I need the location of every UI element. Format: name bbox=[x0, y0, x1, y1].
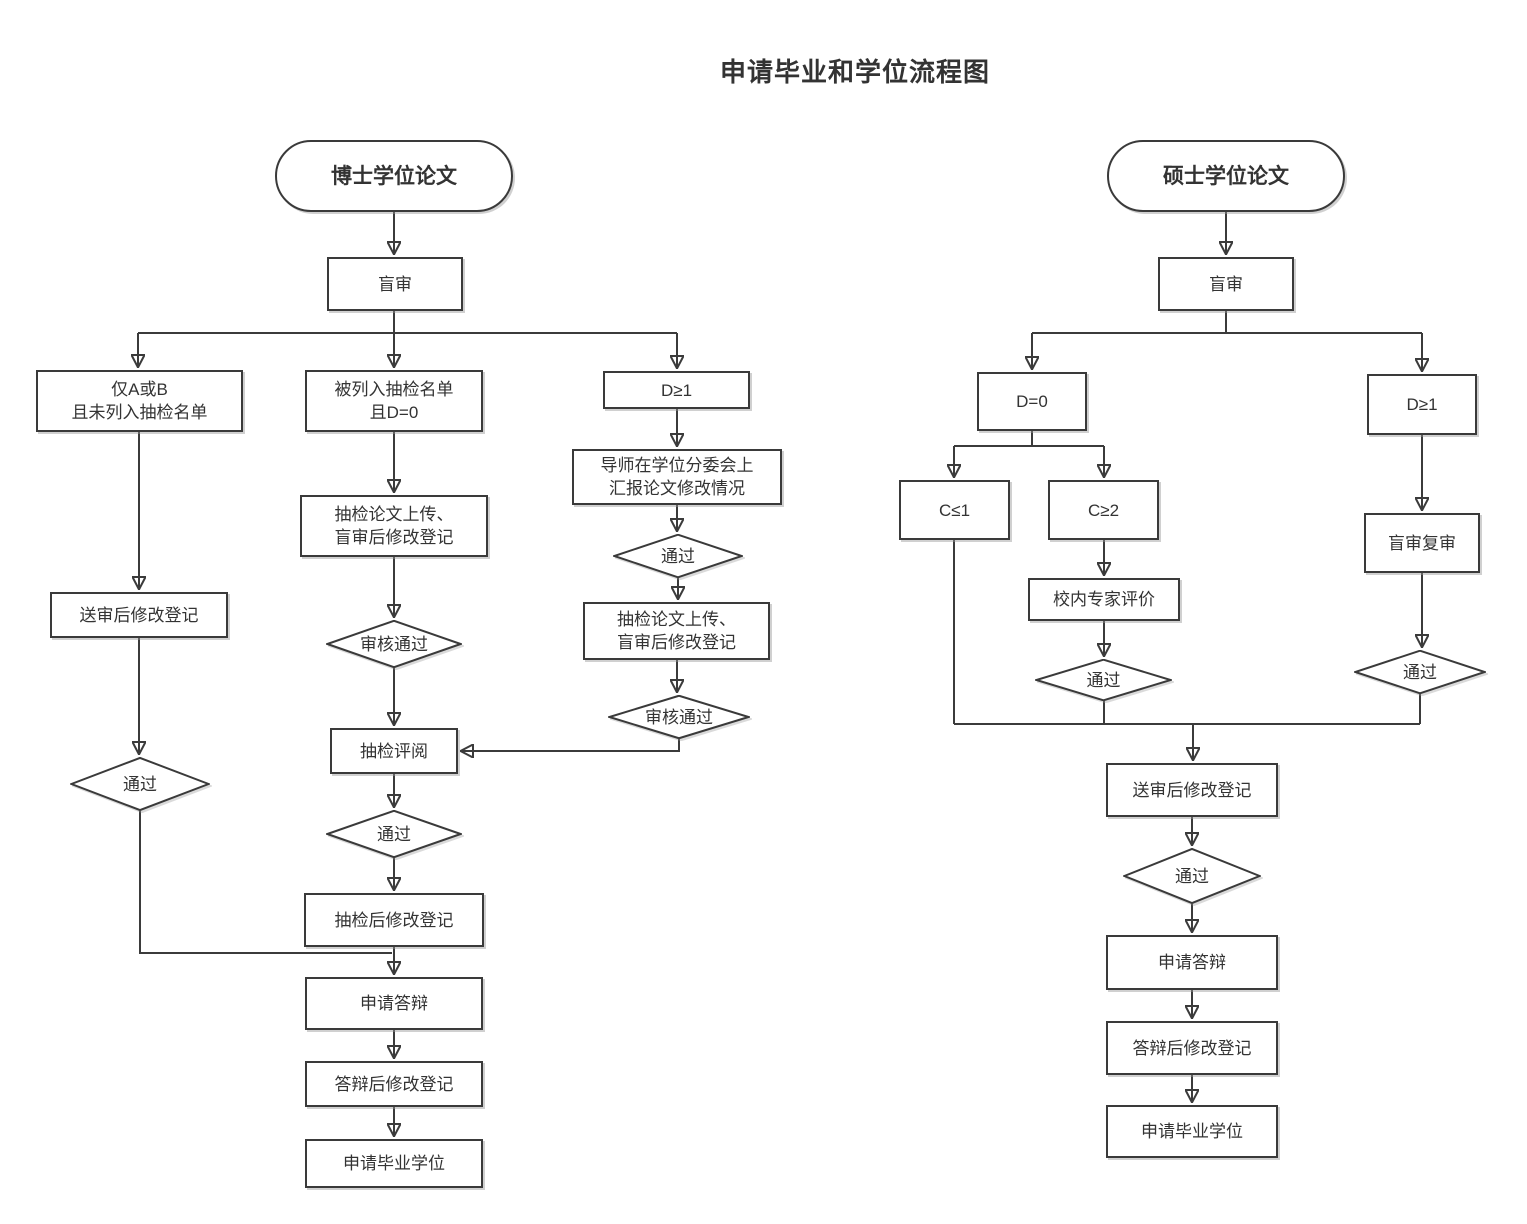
doctor-audit-pass-decision-2-label: 审核通过 bbox=[645, 707, 713, 727]
master-d-ge-1-node: D≥1 bbox=[1367, 374, 1477, 435]
doctor-after-spot-check-registration-label: 抽检后修改登记 bbox=[334, 910, 454, 930]
doctor-supervisor-report-label: 导师在学位分委会上 汇报论文修改情况 bbox=[600, 456, 754, 498]
master-d-ge-1-label: D≥1 bbox=[1406, 395, 1438, 414]
doctor-apply-defense-node: 申请答辩 bbox=[305, 977, 483, 1030]
master-send-review-registration-label: 送审后修改登记 bbox=[1132, 780, 1252, 800]
doctor-apply-degree-label: 申请毕业学位 bbox=[343, 1154, 445, 1173]
doctor-send-review-registration-node: 送审后修改登记 bbox=[50, 592, 228, 638]
doctor-spot-check-upload-label-1: 抽检论文上传、 盲审后修改登记 bbox=[334, 505, 454, 547]
doctor-spot-check-upload-node-2: 抽检论文上传、 盲审后修改登记 bbox=[583, 602, 770, 660]
master-pass-decision-recheck: 通过 bbox=[1354, 650, 1486, 694]
master-internal-expert-evaluation-node: 校内专家评价 bbox=[1028, 578, 1180, 621]
master-pass-decision-expert: 通过 bbox=[1035, 659, 1172, 701]
master-c-le-1-node: C≤1 bbox=[899, 480, 1010, 540]
page-title: 申请毕业和学位流程图 bbox=[719, 57, 990, 87]
master-apply-degree-label: 申请毕业学位 bbox=[1141, 1122, 1243, 1141]
master-blind-recheck-label: 盲审复审 bbox=[1388, 533, 1456, 553]
doctor-listed-d0-label: 被列入抽检名单 且D=0 bbox=[334, 380, 454, 422]
doctor-only-a-or-b-node: 仅A或B 且未列入抽检名单 bbox=[36, 370, 243, 432]
doctor-audit-pass-decision-1: 审核通过 bbox=[326, 620, 462, 668]
doctor-apply-degree-node: 申请毕业学位 bbox=[305, 1139, 483, 1188]
master-c-ge-2-label: C≥2 bbox=[1087, 500, 1120, 520]
master-send-review-registration-node: 送审后修改登记 bbox=[1106, 763, 1278, 817]
master-d-eq-0-label: D=0 bbox=[1016, 392, 1048, 411]
master-pass-decision-review-label: 通过 bbox=[1175, 866, 1209, 886]
master-blind-review-node: 盲审 bbox=[1158, 257, 1294, 311]
doctor-only-a-or-b-label: 仅A或B 且未列入抽检名单 bbox=[71, 380, 208, 422]
master-after-defense-registration-label: 答辩后修改登记 bbox=[1132, 1038, 1252, 1058]
diamond-shape bbox=[1123, 848, 1261, 904]
master-apply-degree-node: 申请毕业学位 bbox=[1106, 1105, 1278, 1158]
doctor-spot-check-upload-label-2: 抽检论文上传、 盲审后修改登记 bbox=[617, 610, 736, 652]
doctor-start-label: 博士学位论文 bbox=[331, 164, 457, 188]
doctor-audit-pass-decision-2: 审核通过 bbox=[608, 695, 750, 739]
master-pass-decision-review: 通过 bbox=[1123, 848, 1261, 904]
doctor-supervisor-report-node: 导师在学位分委会上 汇报论文修改情况 bbox=[572, 449, 782, 505]
master-start-label: 硕士学位论文 bbox=[1163, 164, 1289, 188]
doctor-pass-decision-3: 通过 bbox=[326, 810, 462, 858]
master-internal-expert-evaluation-label: 校内专家评价 bbox=[1053, 590, 1155, 609]
doctor-d-ge-1-node: D≥1 bbox=[603, 371, 750, 409]
doctor-start-node: 博士学位论文 bbox=[275, 140, 513, 212]
doctor-listed-d0-node: 被列入抽检名单 且D=0 bbox=[305, 370, 483, 432]
master-c-ge-2-node: C≥2 bbox=[1048, 480, 1159, 540]
master-pass-decision-recheck-label: 通过 bbox=[1403, 662, 1437, 682]
diamond-shape bbox=[1035, 659, 1172, 701]
doctor-send-review-registration-label: 送审后修改登记 bbox=[79, 605, 199, 625]
doctor-d-ge-1-label: D≥1 bbox=[660, 380, 693, 400]
master-pass-decision-expert-label: 通过 bbox=[1086, 670, 1121, 690]
doctor-apply-defense-label: 申请答辩 bbox=[360, 994, 428, 1013]
diamond-shape bbox=[608, 695, 750, 739]
doctor-blind-review-node: 盲审 bbox=[327, 257, 463, 311]
doctor-after-spot-check-registration-node: 抽检后修改登记 bbox=[304, 893, 484, 947]
doctor-spot-check-review-node: 抽检评阅 bbox=[330, 728, 458, 774]
doctor-after-defense-registration-node: 答辩后修改登记 bbox=[305, 1061, 483, 1107]
doctor-pass-decision-2: 通过 bbox=[613, 534, 743, 578]
diamond-shape bbox=[326, 810, 462, 858]
master-blind-review-label: 盲审 bbox=[1209, 274, 1243, 294]
diamond-shape bbox=[1354, 650, 1486, 694]
master-apply-defense-label: 申请答辩 bbox=[1158, 953, 1226, 972]
diamond-shape bbox=[326, 620, 462, 668]
doctor-pass-decision-3-label: 通过 bbox=[377, 824, 411, 844]
doctor-spot-check-upload-node-1: 抽检论文上传、 盲审后修改登记 bbox=[300, 495, 488, 557]
diamond-shape bbox=[70, 757, 210, 811]
master-start-node: 硕士学位论文 bbox=[1107, 140, 1345, 212]
doctor-pass-decision-2-label: 通过 bbox=[661, 546, 695, 566]
master-apply-defense-node: 申请答辩 bbox=[1106, 935, 1278, 990]
doctor-after-defense-registration-label: 答辩后修改登记 bbox=[334, 1074, 454, 1094]
doctor-spot-check-review-label: 抽检评阅 bbox=[360, 741, 428, 761]
master-blind-recheck-node: 盲审复审 bbox=[1364, 513, 1480, 573]
doctor-audit-pass-decision-1-label: 审核通过 bbox=[360, 634, 428, 654]
master-d-eq-0-node: D=0 bbox=[977, 372, 1087, 431]
master-after-defense-registration-node: 答辩后修改登记 bbox=[1106, 1021, 1278, 1075]
doctor-blind-review-label: 盲审 bbox=[378, 274, 412, 294]
master-c-le-1-label: C≤1 bbox=[938, 500, 971, 520]
doctor-pass-decision-1: 通过 bbox=[70, 757, 210, 811]
doctor-pass-decision-1-label: 通过 bbox=[123, 774, 157, 794]
diamond-shape bbox=[613, 534, 743, 578]
